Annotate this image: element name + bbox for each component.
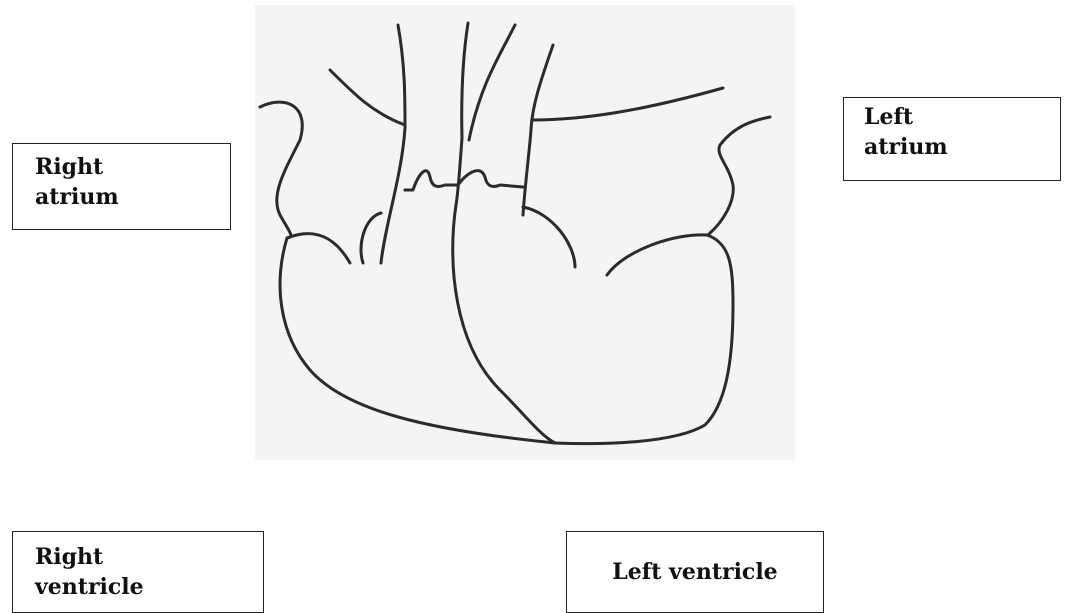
heart-outline-diagram (255, 5, 795, 460)
label-left-ventricle: Left ventricle (566, 531, 824, 613)
right-ventricle-wall (280, 234, 555, 443)
label-right-ventricle: Right ventricle (12, 531, 264, 613)
right-valve-hook (361, 213, 381, 263)
septum-line (453, 205, 555, 443)
left-valve-hook (523, 207, 575, 267)
left-ventricle-wall (555, 235, 733, 444)
aorta-right-edge (523, 45, 553, 215)
valve-cusps (405, 171, 523, 190)
label-right-atrium: Right atrium (12, 143, 231, 230)
right-atrium-curve (260, 102, 302, 238)
svc-left-edge (381, 25, 405, 263)
left-atrium-curve (708, 117, 770, 235)
pulmonary-artery-right (532, 88, 723, 120)
aorta-arch-left (469, 25, 515, 140)
pulmonary-artery-left (330, 70, 405, 125)
label-left-atrium: Left atrium (843, 97, 1061, 181)
